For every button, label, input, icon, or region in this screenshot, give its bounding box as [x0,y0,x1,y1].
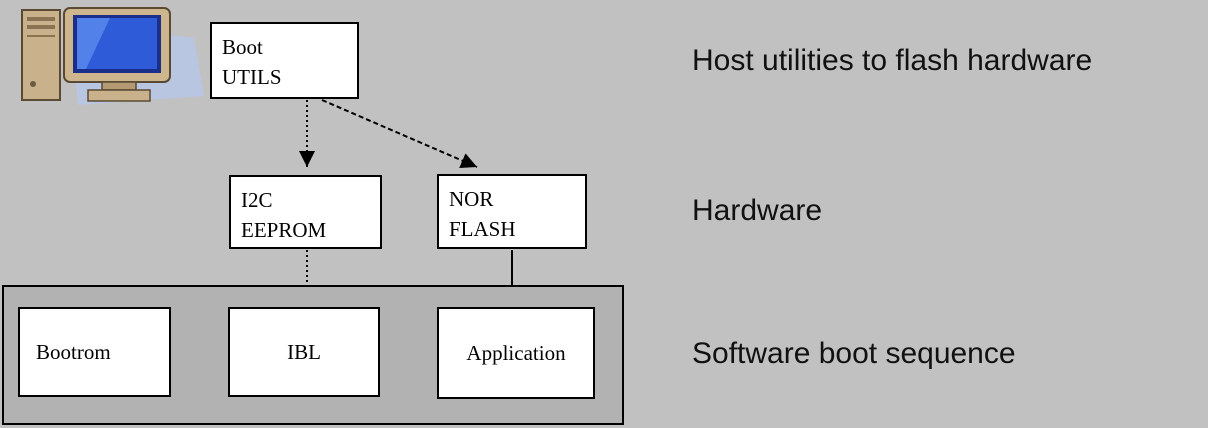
ibl-box: IBL [228,307,380,397]
boot-utils-label-line1: Boot [222,35,263,59]
desktop-computer-icon [21,7,204,105]
ibl-label: IBL [287,339,321,364]
bootrom-label: Bootrom [36,339,111,364]
i2c-eeprom-box: I2C EEPROM [229,175,382,249]
application-label: Application [466,340,566,365]
caption-host-utilities: Host utilities to flash hardware [692,44,1093,77]
bootrom-box: Bootrom [18,307,171,397]
boot-utils-box: Boot UTILS [210,22,359,99]
arrow-bootutils-to-norflash [321,99,478,168]
application-box: Application [437,307,595,399]
caption-software-boot-sequence: Software boot sequence [692,337,1016,370]
i2c-eeprom-label-line2: EEPROM [241,218,327,243]
nor-flash-label-line1: NOR [449,187,494,211]
boot-utils-label-line2: UTILS [222,65,282,90]
i2c-eeprom-label-line1: I2C [241,188,273,212]
nor-flash-label-line2: FLASH [449,217,516,242]
nor-flash-box: NOR FLASH [437,174,587,249]
caption-hardware: Hardware [692,194,823,227]
